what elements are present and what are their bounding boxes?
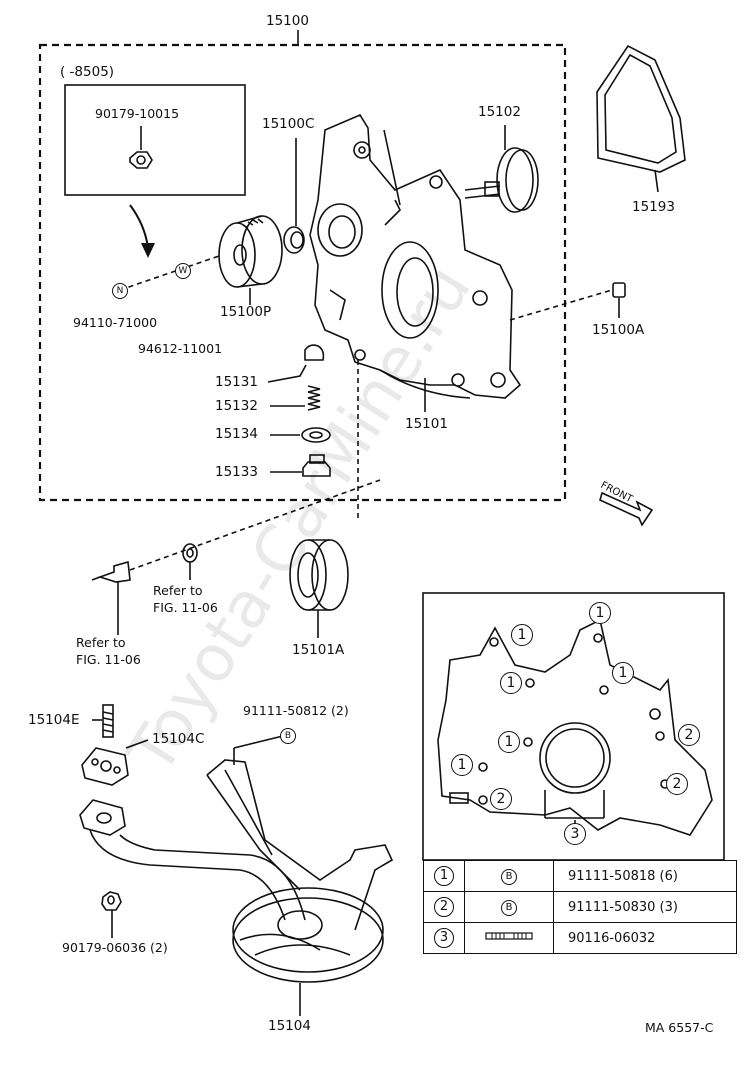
label-15131: 15131 xyxy=(215,374,258,390)
ref-label-2a: Refer to xyxy=(76,635,126,650)
callout-2: 2 xyxy=(490,788,512,810)
oil-seal-15101A xyxy=(289,539,349,611)
callout-1: 1 xyxy=(500,672,522,694)
group-label-15100: 15100 xyxy=(266,13,309,29)
inset-box xyxy=(64,84,246,196)
ref-label-1b: FIG. 11-06 xyxy=(153,600,218,615)
label-15100C: 15100C xyxy=(262,116,315,132)
callout-1: 1 xyxy=(498,731,520,753)
legend-row: 3 90116-06032 xyxy=(423,922,737,954)
relief-valve-15131 xyxy=(304,344,325,361)
label-94110-71000: 94110-71000 xyxy=(73,315,158,330)
label-15104E: 15104E xyxy=(28,712,80,728)
n-marker-icon: N xyxy=(112,283,128,299)
legend-symbol: B xyxy=(501,868,517,885)
group-boundary xyxy=(38,43,567,502)
callout-3: 3 xyxy=(564,823,586,845)
nut-90179-06036 xyxy=(101,891,122,911)
legend-row: 1 B 91111-50818 (6) xyxy=(423,860,737,892)
legend-part: 90116-06032 xyxy=(553,922,737,954)
label-94612-11001: 94612-11001 xyxy=(138,341,223,356)
w-marker-icon: W xyxy=(175,263,191,279)
legend-num: 3 xyxy=(434,928,454,948)
label-90179-10015: 90179-10015 xyxy=(95,106,180,121)
callout-1: 1 xyxy=(511,624,533,646)
spring-15132 xyxy=(307,385,321,411)
legend-num: 1 xyxy=(434,866,454,886)
label-91111-50812: 91111-50812 (2) xyxy=(243,703,349,718)
callout-2: 2 xyxy=(678,724,700,746)
legend-part: 91111-50818 (6) xyxy=(553,860,737,892)
washer-15134 xyxy=(301,427,331,443)
callout-1: 1 xyxy=(589,602,611,624)
strainer-15104 xyxy=(79,759,394,983)
bolt-location-outline xyxy=(437,618,713,836)
pulley-15100P xyxy=(218,215,283,288)
label-15132: 15132 xyxy=(215,398,258,414)
bolt-legend-table: 1 B 91111-50818 (6) 2 B 91111-50830 (3) … xyxy=(423,860,737,954)
callout-2: 2 xyxy=(666,773,688,795)
gasket-15193 xyxy=(596,44,686,173)
label-15193: 15193 xyxy=(632,199,675,215)
seal-15100C xyxy=(283,226,305,254)
stud-15104E xyxy=(102,704,114,738)
label-15104: 15104 xyxy=(268,1018,311,1034)
plug-15133 xyxy=(302,454,331,477)
label-15100P: 15100P xyxy=(220,304,272,320)
oil-pressure-switch xyxy=(91,560,131,583)
nut-90179-10015 xyxy=(129,151,153,169)
label-15101A: 15101A xyxy=(292,642,345,658)
ref-label-2b: FIG. 11-06 xyxy=(76,652,141,667)
diagram-id: MA 6557-C xyxy=(645,1020,714,1035)
legend-symbol: B xyxy=(501,899,517,916)
b-marker-icon: B xyxy=(280,728,296,744)
legend-num: 2 xyxy=(434,897,454,917)
label-15133: 15133 xyxy=(215,464,258,480)
plug-15100A xyxy=(612,282,626,298)
gasket-small xyxy=(182,543,198,563)
stud-bolt-icon xyxy=(485,932,533,940)
gasket-15104C xyxy=(81,747,129,786)
ref-label-1a: Refer to xyxy=(153,583,203,598)
callout-1: 1 xyxy=(612,662,634,684)
front-arrow xyxy=(599,491,654,527)
callout-1: 1 xyxy=(451,754,473,776)
label-15101: 15101 xyxy=(405,416,448,432)
date-range-label: ( -8505) xyxy=(60,64,115,80)
label-15100A: 15100A xyxy=(592,322,645,338)
label-90179-06036: 90179-06036 (2) xyxy=(62,940,168,955)
label-15134: 15134 xyxy=(215,426,258,442)
legend-row: 2 B 91111-50830 (3) xyxy=(423,891,737,923)
oil-pump-body-15101 xyxy=(309,113,522,399)
label-15102: 15102 xyxy=(478,104,521,120)
rotor-15102 xyxy=(464,147,539,213)
bolt-location-box xyxy=(422,592,725,861)
label-15104C: 15104C xyxy=(152,731,205,747)
legend-part: 91111-50830 (3) xyxy=(553,891,737,923)
